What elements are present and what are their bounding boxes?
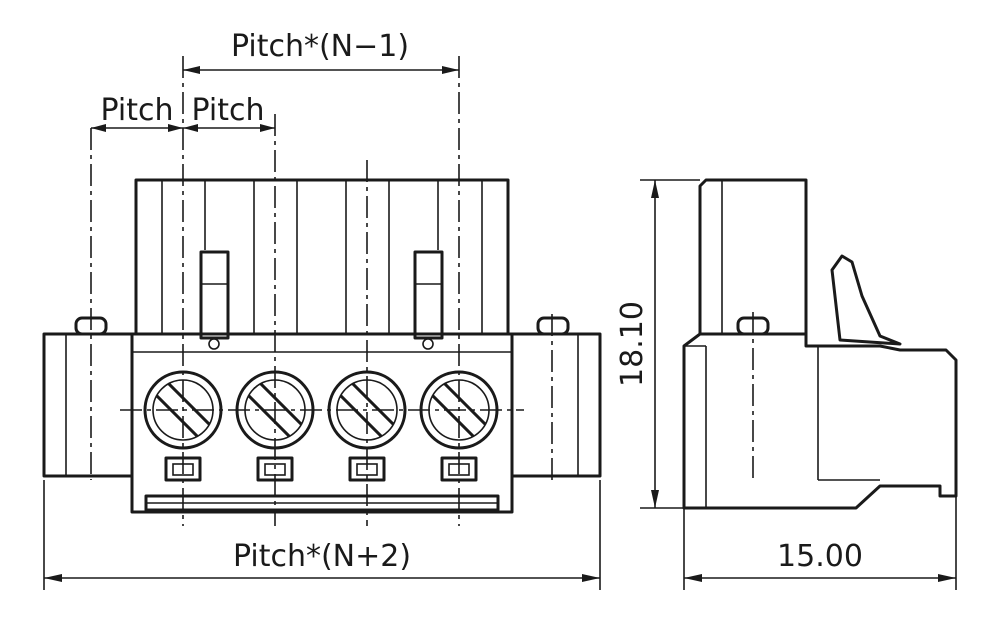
front-upper-housing bbox=[134, 178, 510, 336]
front-center-lines bbox=[90, 56, 553, 526]
dim-pitch-n-minus-1 bbox=[183, 66, 459, 74]
dim-height bbox=[651, 180, 659, 508]
side-view: 18.10 15.00 bbox=[615, 178, 958, 590]
label-pitch-left: Pitch bbox=[100, 93, 173, 128]
dim-depth bbox=[684, 574, 956, 582]
label-pitch-right: Pitch bbox=[191, 93, 264, 128]
wire-openings bbox=[164, 456, 478, 482]
front-posts bbox=[74, 316, 570, 336]
label-depth: 15.00 bbox=[777, 539, 863, 574]
label-pitch-n-plus-2: Pitch*(N+2) bbox=[233, 539, 411, 574]
front-main-body bbox=[130, 332, 514, 514]
front-flanges bbox=[42, 332, 602, 478]
side-lower-body bbox=[682, 332, 958, 510]
front-latch-tabs bbox=[199, 250, 444, 350]
label-height: 18.10 bbox=[615, 301, 650, 387]
front-view: Pitch*(N−1) Pitch Pitch Pitch*(N+2) bbox=[42, 29, 602, 590]
side-upper-housing bbox=[698, 178, 808, 336]
dim-pitch-pair bbox=[91, 124, 275, 132]
label-pitch-n-minus-1: Pitch*(N−1) bbox=[231, 29, 409, 64]
front-upper-ribs bbox=[161, 180, 483, 334]
dim-pitch-n-plus-2 bbox=[44, 574, 600, 582]
side-latch-lever bbox=[830, 254, 902, 346]
